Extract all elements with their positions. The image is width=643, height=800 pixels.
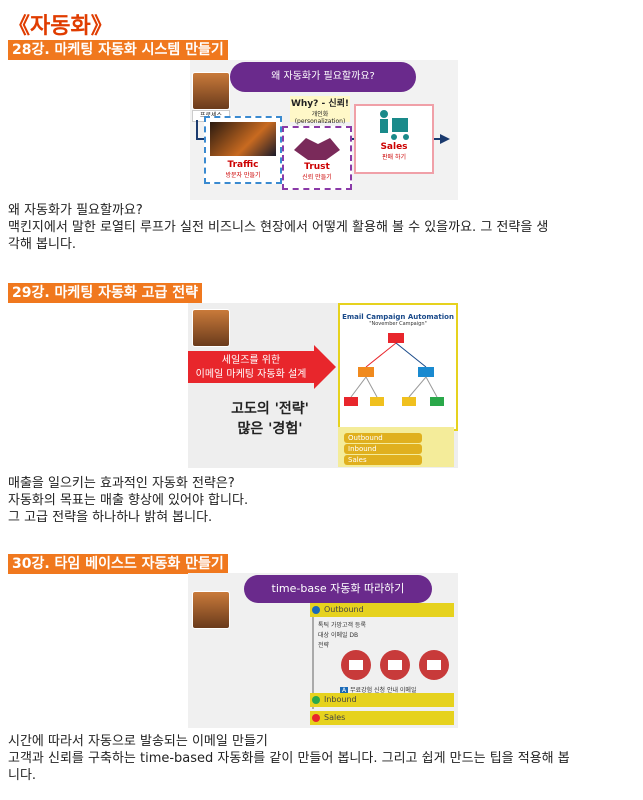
sales-box: Sales 판매 하기 bbox=[354, 104, 434, 174]
arrow-text-line-1: 세일즈를 위한 bbox=[221, 355, 281, 366]
description-line: 매출을 일으키는 효과적인 자동화 전략은? bbox=[8, 476, 235, 491]
email-automation-arrow: 세일즈를 위한 이메일 마케팅 자동화 설계 bbox=[188, 351, 314, 383]
inbound-label: Inbound bbox=[324, 695, 357, 704]
lecture-thumbnail-29[interactable]: 세일즈를 위한 이메일 마케팅 자동화 설계 고도의 '전략' 많은 '경험' … bbox=[188, 303, 458, 468]
sales-dot-icon bbox=[312, 714, 320, 722]
arrow-head-icon bbox=[314, 345, 336, 389]
detail-row: 대상 이메일 DB bbox=[318, 632, 359, 639]
email-flow-icon bbox=[344, 333, 444, 406]
trust-sublabel: 신뢰 만들기 bbox=[302, 174, 332, 181]
email-badge-icon: A bbox=[340, 687, 349, 694]
traffic-box: Traffic 방문자 만들기 bbox=[204, 116, 282, 184]
timeline-line bbox=[312, 617, 314, 709]
email-circles-icon bbox=[341, 650, 449, 680]
description-line: 니다. bbox=[8, 768, 37, 783]
section-description-29: 매출을 일으키는 효과적인 자동화 전략은? 자동화의 목표는 매출 향상에 있… bbox=[8, 475, 248, 526]
description-line: 왜 자동화가 필요할까요? bbox=[8, 203, 143, 218]
traffic-label: Traffic bbox=[227, 160, 259, 170]
sales-sublabel: 판매 하기 bbox=[382, 154, 406, 161]
strategy-text: 고도의 '전략' 많은 '경험' bbox=[210, 399, 330, 439]
description-line: 맥킨지에서 말한 로열티 루프가 실전 비즈니스 현장에서 어떻게 활용해 볼 … bbox=[8, 220, 549, 235]
detail-row: 전략 bbox=[318, 642, 330, 649]
section-heading-30: 30강. 타임 베이스드 자동화 만들기 bbox=[8, 554, 228, 574]
detail-row: 톡틱 가망고객 등록 bbox=[318, 622, 366, 629]
inbound-bar: Inbound bbox=[310, 693, 454, 707]
chip-sales: Sales bbox=[344, 455, 422, 465]
section-heading-29: 29강. 마케팅 자동화 고급 전략 bbox=[8, 283, 202, 303]
description-line: 각해 봅니다. bbox=[8, 237, 77, 252]
description-line: 자동화의 목표는 매출 향상에 있어야 합니다. bbox=[8, 493, 249, 508]
page-title: 《자동화》 bbox=[8, 13, 113, 39]
trial-email-row: A 무료강험 신청 안내 이메일 bbox=[340, 685, 416, 694]
trust-box: Trust 신뢰 만들기 bbox=[282, 126, 352, 190]
why-subtitle: 개인화 (personalization) bbox=[294, 111, 346, 125]
outbound-details: 톡틱 가망고객 등록 대상 이메일 DB 전략 bbox=[318, 621, 366, 651]
sales-cart-icon bbox=[380, 110, 409, 140]
outbound-dot-icon bbox=[312, 606, 320, 614]
handshake-icon bbox=[294, 138, 340, 160]
sales-label: Sales bbox=[324, 713, 346, 722]
trust-label: Trust bbox=[304, 162, 330, 172]
flow-line-vertical bbox=[196, 120, 198, 140]
diagram-subtitle: "November Campaign" bbox=[369, 321, 427, 327]
chip-inbound: Inbound bbox=[344, 444, 422, 454]
question-bubble: 왜 자동화가 필요할까요? bbox=[230, 62, 416, 92]
chip-outbound: Outbound bbox=[344, 433, 422, 443]
section-heading-28: 28강. 마케팅 자동화 시스템 만들기 bbox=[8, 40, 228, 60]
highway-image bbox=[210, 122, 276, 156]
lecture-thumbnail-28[interactable]: 프로세스 왜 자동화가 필요할까요? Why? - 신뢰! 개인화 (perso… bbox=[190, 60, 458, 200]
instructor-avatar bbox=[192, 591, 230, 629]
lecture-thumbnail-30[interactable]: time-base 자동화 따라하기 Outbound 톡틱 가망고객 등록 대… bbox=[188, 573, 458, 728]
instructor-avatar bbox=[192, 72, 230, 110]
funnel-chips: Outbound Inbound Sales bbox=[338, 427, 454, 467]
outbound-label: Outbound bbox=[324, 605, 364, 614]
section-description-30: 시간에 따라서 자동으로 발송되는 이메일 만들기 고객과 신뢰를 구축하는 t… bbox=[8, 733, 570, 784]
why-title: Why? - 신뢰! bbox=[290, 99, 350, 109]
outbound-bar: Outbound bbox=[310, 603, 454, 617]
strategy-line-1: 고도의 '전략' bbox=[231, 401, 309, 417]
traffic-sublabel: 방문자 만들기 bbox=[225, 172, 261, 179]
arrow-right-icon bbox=[440, 134, 450, 144]
section-description-28: 왜 자동화가 필요할까요? 맥킨지에서 말한 로열티 루프가 실전 비즈니스 현… bbox=[8, 202, 548, 253]
inbound-dot-icon bbox=[312, 696, 320, 704]
campaign-diagram: Email Campaign Automation "November Camp… bbox=[338, 303, 458, 431]
description-line: 시간에 따라서 자동으로 발송되는 이메일 만들기 bbox=[8, 734, 268, 749]
sales-bar: Sales bbox=[310, 711, 454, 725]
diagram-title: Email Campaign Automation bbox=[342, 313, 454, 321]
description-line: 고객과 신뢰를 구축하는 time-based 자동화를 같이 만들어 봅니다.… bbox=[8, 751, 570, 766]
why-box: Why? - 신뢰! 개인화 (personalization) bbox=[290, 96, 350, 125]
description-line: 그 고급 전략을 하나하나 밝혀 봅니다. bbox=[8, 510, 213, 525]
instructor-avatar bbox=[192, 309, 230, 347]
arrow-text-line-2: 이메일 마케팅 자동화 설계 bbox=[195, 369, 307, 380]
strategy-line-2: 많은 '경험' bbox=[237, 421, 303, 437]
trial-email-label: 무료강험 신청 안내 이메일 bbox=[350, 687, 417, 694]
sales-label: Sales bbox=[380, 142, 408, 152]
time-base-bubble: time-base 자동화 따라하기 bbox=[244, 575, 432, 603]
